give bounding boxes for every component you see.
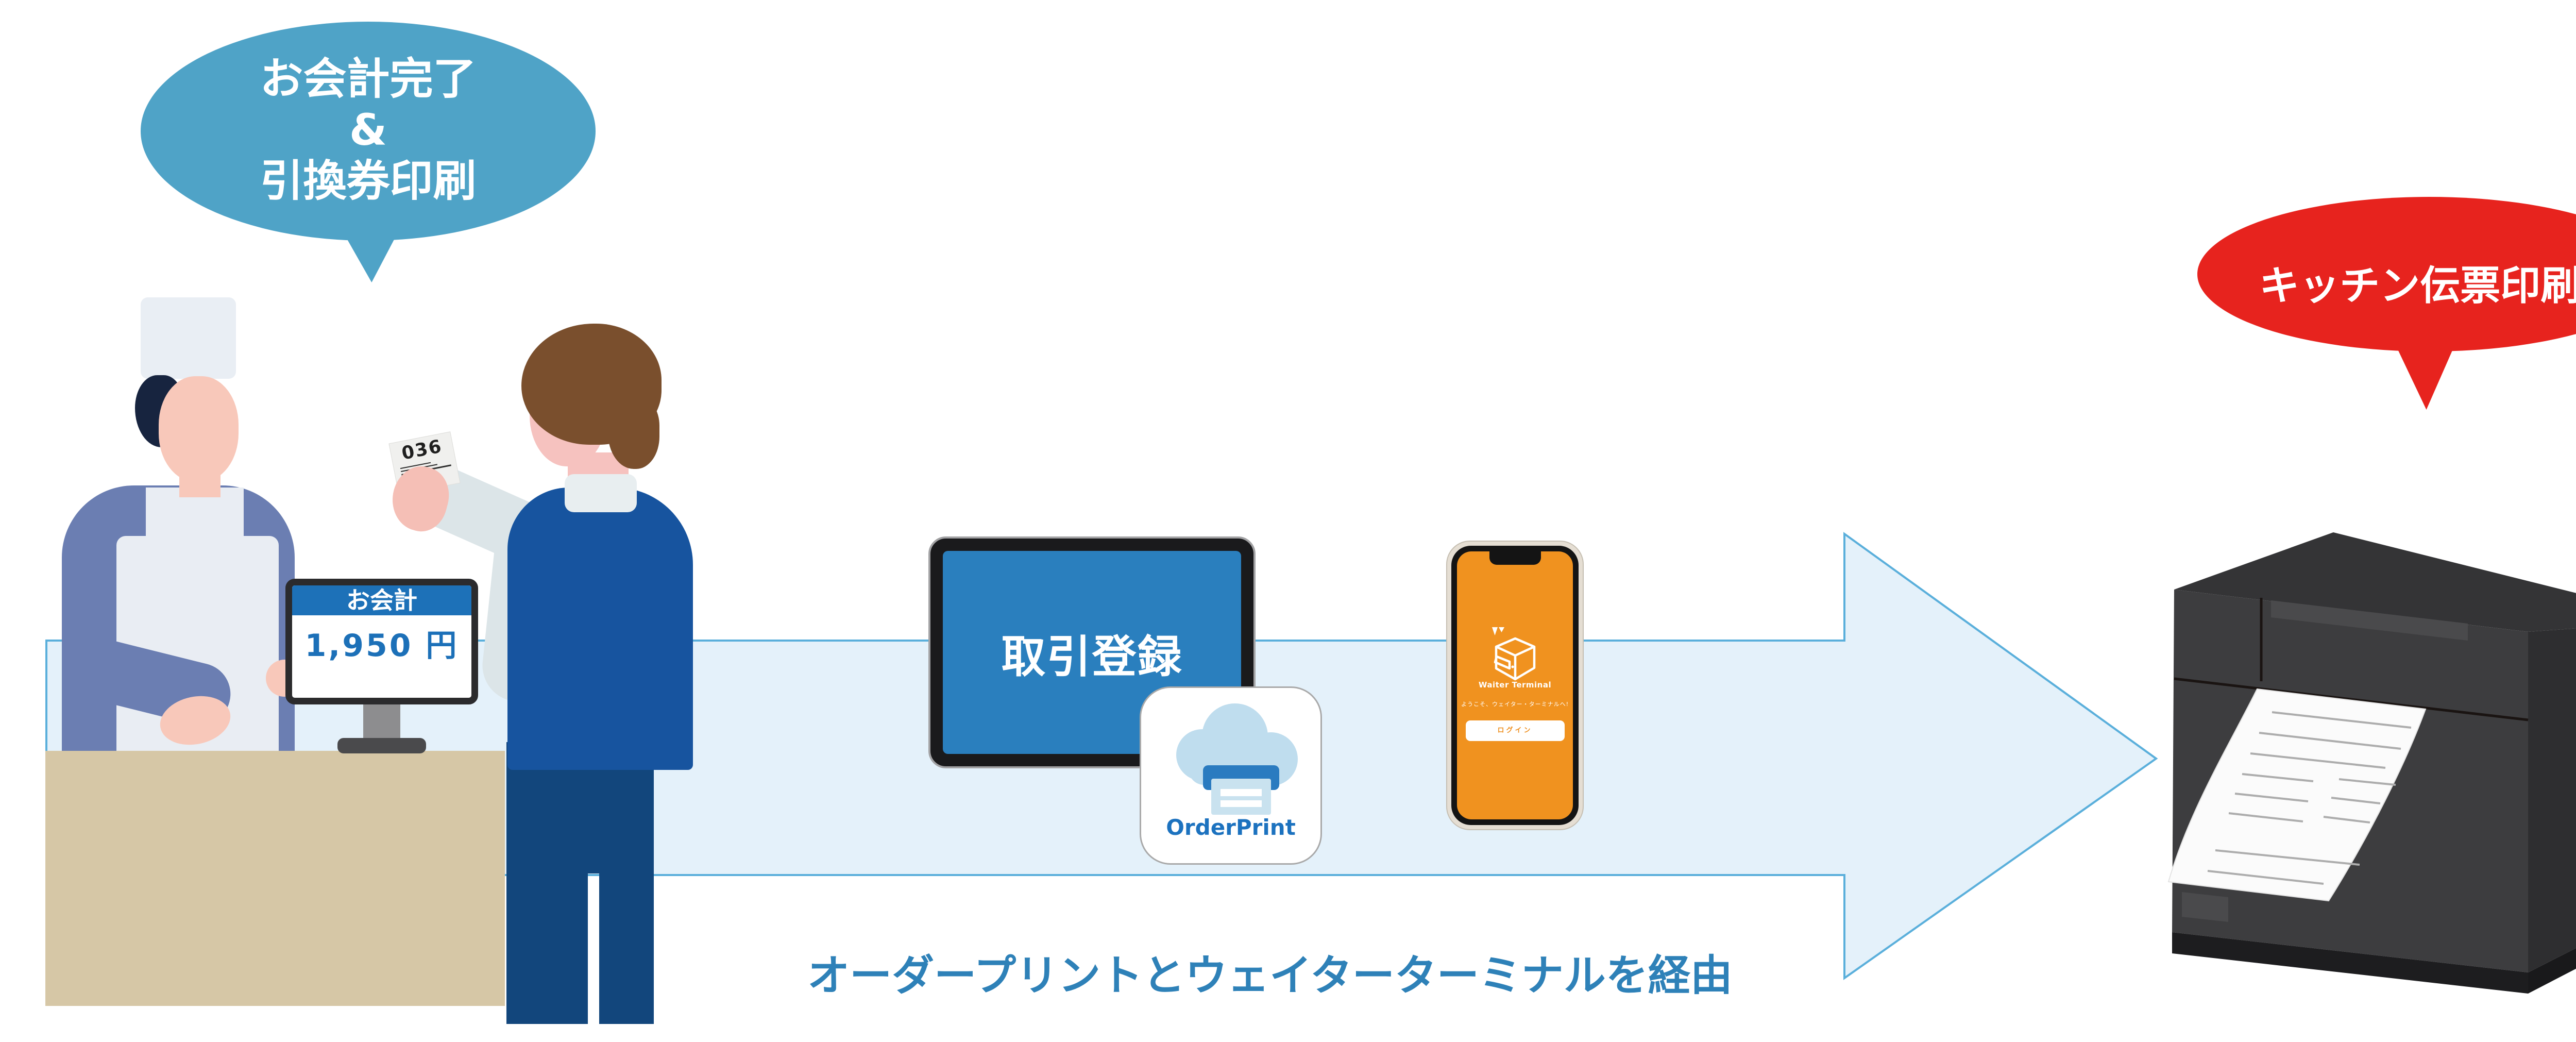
balloon-checkout-bubble bbox=[141, 22, 596, 241]
balloon-kitchen-text: キッチン伝票印刷! bbox=[2259, 263, 2576, 309]
phone-app-title: Waiter Terminal bbox=[1478, 680, 1552, 690]
counter bbox=[45, 751, 505, 1006]
balloon-checkout-line2: & bbox=[349, 105, 387, 155]
printer-box-icon bbox=[1494, 637, 1535, 681]
kitchen-printer bbox=[2167, 532, 2576, 994]
phone-bezel: Waiter Terminal ようこそ、ウェイター・ターミナルへ! ログイン bbox=[1451, 546, 1579, 825]
balloon-checkout-line3: 引換券印刷 bbox=[260, 156, 477, 206]
chef-face bbox=[159, 376, 239, 482]
pos-stand-base bbox=[337, 738, 426, 753]
customer-leg-right bbox=[599, 840, 654, 1024]
waiter-terminal-phone: Waiter Terminal ようこそ、ウェイター・ターミナルへ! ログイン bbox=[1446, 541, 1584, 830]
balloon-checkout-text: お会計完了 & 引換券印刷 bbox=[141, 54, 596, 207]
customer-leg-left bbox=[506, 840, 588, 1024]
receipt-text-lines bbox=[2207, 711, 2412, 885]
balloon-kitchen-bubble bbox=[2197, 197, 2576, 351]
phone-welcome-text: ようこそ、ウェイター・ターミナルへ! bbox=[1461, 701, 1569, 708]
pos-screen: お会計 1,950 円 bbox=[285, 579, 478, 704]
customer-collar bbox=[565, 474, 637, 512]
w-flag-icon bbox=[1492, 627, 1504, 635]
tablet-screen: 取引登録 bbox=[943, 551, 1241, 754]
phone-screen: Waiter Terminal ようこそ、ウェイター・ターミナルへ! ログイン bbox=[1457, 551, 1573, 819]
orderprint-badge: OrderPrint bbox=[1140, 686, 1322, 865]
flow-caption: オーダープリントとウェイターターミナルを経由 bbox=[807, 951, 1733, 1000]
printed-receipt bbox=[2167, 688, 2427, 902]
customer-hair-side bbox=[608, 397, 659, 469]
login-button[interactable]: ログイン bbox=[1465, 720, 1565, 741]
cloud-printer-icon bbox=[1176, 703, 1298, 815]
pos-amount: 1,950 円 bbox=[304, 628, 459, 664]
tablet-screen-label: 取引登録 bbox=[1001, 631, 1183, 683]
orderprint-label: OrderPrint bbox=[1166, 815, 1296, 840]
pos-header: お会計 bbox=[292, 585, 471, 615]
customer-vest bbox=[507, 488, 693, 770]
balloon-checkout-line1: お会計完了 bbox=[260, 54, 477, 104]
phone-notch-icon bbox=[1489, 551, 1541, 565]
chef-neck bbox=[179, 474, 221, 497]
chef-hat bbox=[141, 297, 236, 379]
